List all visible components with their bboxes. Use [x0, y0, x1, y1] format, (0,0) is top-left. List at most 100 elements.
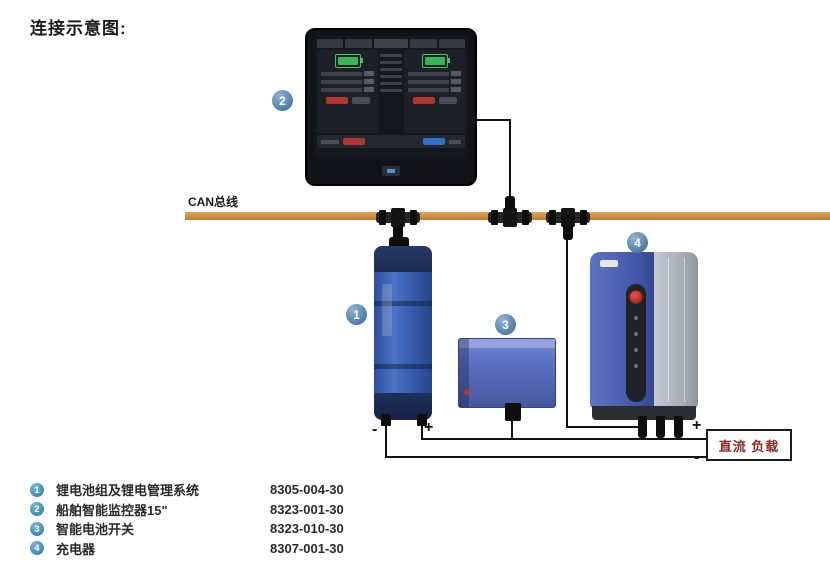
screen-data-row [321, 71, 374, 76]
screen-left-panel [317, 50, 378, 133]
switch-top-face [459, 339, 555, 348]
t-connector-nut [549, 210, 556, 225]
brand-logo-icon [382, 166, 400, 176]
legend-part-number: 8305-004-30 [270, 482, 344, 498]
screen-data-row [408, 71, 461, 76]
battery-label-strip [382, 284, 392, 336]
t-connector-stub [393, 226, 403, 240]
red-button-icon [412, 97, 435, 104]
badge-3-switch: 3 [495, 314, 516, 335]
wire-canbus-charger-vertical [566, 220, 568, 428]
screen-right-panel [404, 50, 465, 133]
t-connector-stub [505, 196, 515, 210]
monitor-device [305, 28, 477, 186]
screen-data-row [321, 79, 374, 84]
topbar-chip [373, 39, 409, 48]
legend-part-number: 8323-001-30 [270, 501, 344, 517]
legend-badge: 3 [30, 521, 44, 536]
charger-indicator-dot [634, 332, 638, 336]
charger-indicator-dot [634, 364, 638, 368]
switch-led-icon [464, 389, 470, 395]
screen-main [317, 50, 465, 133]
t-connector-2 [488, 196, 532, 240]
t-connector-3 [546, 198, 590, 240]
charger-cable-gland [656, 416, 665, 438]
red-button-icon [325, 97, 348, 104]
t-connector-nut [491, 210, 498, 225]
battery-plus-sign: + [424, 419, 434, 436]
dc-load-box: 直流 负载 [706, 429, 792, 461]
legend: 1 锂电池组及锂电管理系统 8305-004-30 2 船舶智能监控器15" 8… [30, 480, 344, 558]
legend-part-number: 8307-001-30 [270, 540, 344, 556]
wire-monitor-vertical [509, 119, 511, 207]
t-connector-stub [563, 226, 573, 240]
legend-label: 智能电池开关 [56, 522, 135, 538]
legend-badge: 2 [30, 502, 44, 517]
battery-minus-terminal [381, 414, 391, 426]
switch-bottom-connector [505, 403, 521, 421]
wire-switch-drop [511, 420, 513, 440]
topbar-chip [317, 39, 344, 48]
dc-load-minus-sign: - [694, 449, 700, 466]
screen-data-row [408, 87, 461, 92]
t-connector-nut [522, 210, 529, 225]
screen-statusbar [317, 135, 465, 148]
charger-cable-gland [674, 416, 683, 438]
charger-seam [684, 258, 685, 402]
t-connector-nut [410, 210, 417, 225]
can-bus-label: CAN总线 [188, 195, 238, 209]
charger-indicator-dot [634, 348, 638, 352]
battery-plus-terminal [417, 414, 427, 426]
topbar-chip [345, 39, 372, 48]
legend-label: 锂电池组及锂电管理系统 [56, 483, 200, 499]
legend-row: 4 充电器 8307-001-30 [30, 539, 344, 559]
charger-base [592, 406, 696, 420]
charger-cable-gland [638, 416, 647, 438]
battery-band [374, 301, 432, 306]
legend-label: 船舶智能监控器15" [56, 502, 168, 518]
screen-data-row [408, 79, 461, 84]
t-connector-body [503, 208, 517, 227]
red-button-icon [343, 138, 365, 145]
charger-control-slot [626, 284, 646, 402]
legend-badge: 1 [30, 482, 44, 497]
badge-1-battery: 1 [346, 304, 367, 325]
t-connector-1 [376, 198, 420, 240]
charger [590, 252, 698, 438]
battery-body [374, 272, 432, 394]
screen-button-row [412, 97, 457, 104]
battery-level-icon [334, 54, 363, 68]
diagram-title: 连接示意图: [30, 19, 127, 38]
blue-button-icon [423, 138, 445, 145]
battery-band [374, 364, 432, 369]
legend-part-number: 8323-010-30 [270, 521, 344, 537]
legend-row: 3 智能电池开关 8323-010-30 [30, 519, 344, 539]
dc-load-plus-sign: + [692, 417, 702, 434]
battery-switch [458, 338, 556, 421]
t-connector-body [561, 208, 575, 227]
charger-gray-panel [654, 252, 698, 408]
t-connector-nut [580, 210, 587, 225]
screen-button-row [325, 97, 370, 104]
topbar-chip [410, 39, 437, 48]
badge-2-monitor: 2 [272, 90, 293, 111]
legend-row: 1 锂电池组及锂电管理系统 8305-004-30 [30, 480, 344, 500]
wire-plus-bus-horizontal [421, 438, 707, 440]
charger-indicator-dot [634, 316, 638, 320]
topbar-chip [438, 39, 466, 48]
wire-canbus-charger-horizontal [566, 426, 640, 428]
wire-battery-minus-vertical [385, 420, 387, 458]
screen-center-column [380, 50, 402, 133]
charger-power-button-icon [629, 290, 643, 304]
monitor-screen [314, 36, 468, 158]
battery-top-cap [374, 246, 432, 273]
gray-button-icon [438, 97, 457, 104]
switch-side-face [459, 339, 469, 407]
legend-badge: 4 [30, 541, 44, 556]
charger-seam [668, 258, 669, 402]
battery-level-icon [421, 54, 450, 68]
legend-label: 充电器 [56, 541, 96, 557]
t-connector-body [391, 208, 405, 227]
t-connector-nut [379, 210, 386, 225]
